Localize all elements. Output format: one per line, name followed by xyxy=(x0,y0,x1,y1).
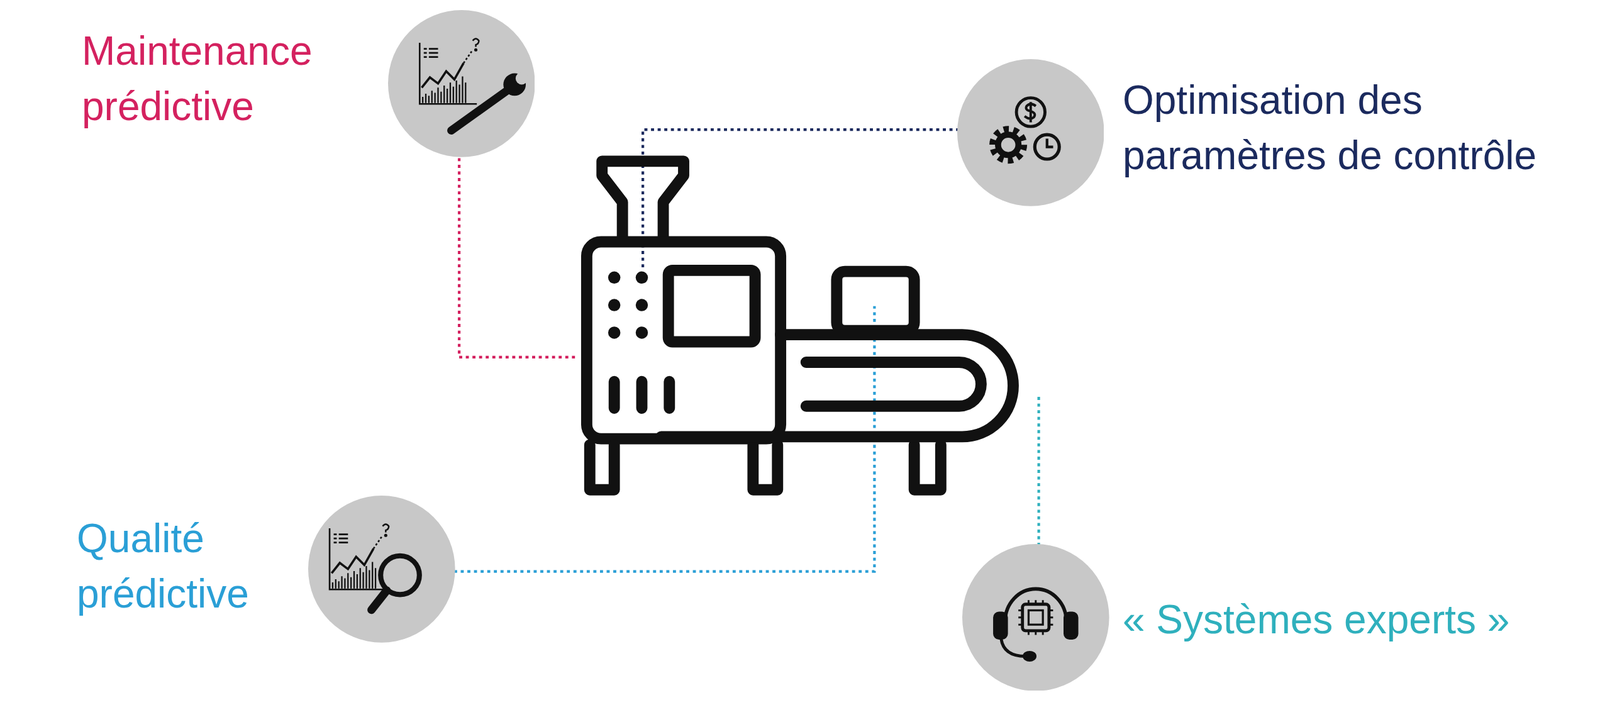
node-label: Maintenance prédictive xyxy=(81,23,372,134)
icon-circle xyxy=(388,10,536,158)
headset-icon xyxy=(994,588,1077,660)
product-box xyxy=(836,271,914,331)
legs xyxy=(589,444,941,490)
screen xyxy=(668,270,756,343)
node-label: Optimisation des paramètres de contrôle xyxy=(1122,72,1582,184)
machine-body xyxy=(586,242,781,439)
leader-lines xyxy=(454,129,1039,572)
icon-node: Optimisation des paramètres de contrôle xyxy=(957,59,1105,207)
magnifier-icon xyxy=(371,555,420,611)
icon-node: Qualité prédictive xyxy=(308,495,456,643)
icon-node: Maintenance prédictive xyxy=(388,10,536,158)
conveyor-inner xyxy=(806,362,982,407)
wrench-icon xyxy=(450,72,528,131)
icon-circle xyxy=(308,495,456,643)
optimisation-icon xyxy=(993,98,1060,161)
icon-circle xyxy=(962,544,1110,692)
machine xyxy=(586,161,1014,490)
conveyor-belt xyxy=(661,334,1014,437)
vents xyxy=(614,381,670,409)
node-label: Qualité prédictive xyxy=(76,510,291,622)
icon-circle xyxy=(957,59,1105,207)
leader-line xyxy=(459,157,578,357)
hopper xyxy=(601,161,684,240)
icon-node: « Systèmes experts » xyxy=(962,544,1110,692)
node-label: « Systèmes experts » xyxy=(1122,591,1510,648)
buttons xyxy=(608,271,648,339)
leader-line xyxy=(1037,395,1040,546)
